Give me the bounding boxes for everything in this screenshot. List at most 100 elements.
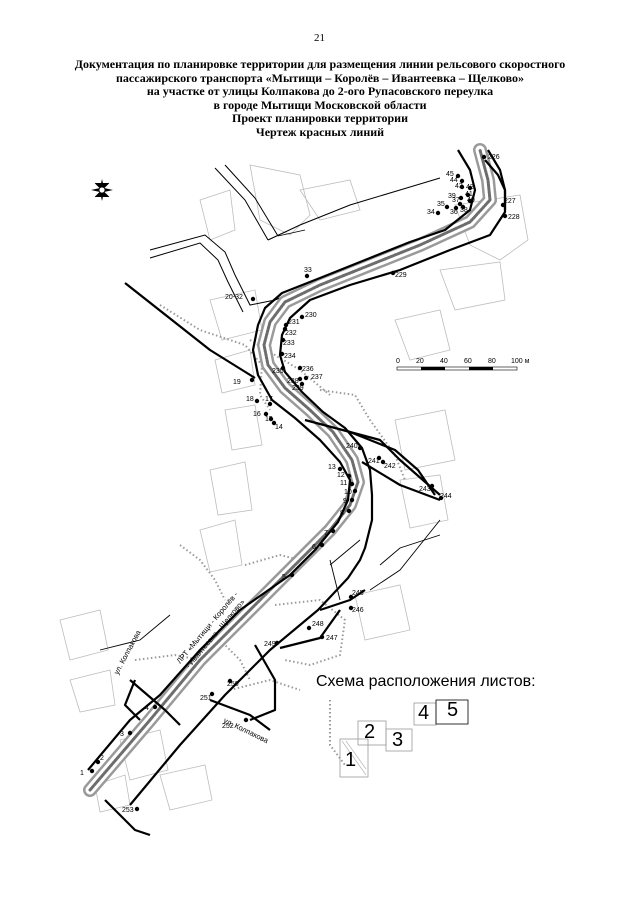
- point-label: 243: [419, 486, 431, 493]
- point-label: 229: [395, 272, 407, 279]
- point-marker: [330, 528, 336, 534]
- point-marker: [279, 351, 285, 357]
- point-marker: [319, 542, 325, 548]
- point-marker: [209, 691, 215, 697]
- point-label: 2: [100, 755, 104, 762]
- point-marker: [390, 270, 396, 276]
- point-label: 18: [246, 396, 254, 403]
- heading-line: Чертеж красных линий: [255, 124, 385, 139]
- point-marker: [453, 205, 459, 211]
- heading-line: в городе Мытищи Московской области: [213, 97, 427, 112]
- lrt-corridor: [83, 143, 497, 797]
- point-label: 44: [450, 177, 458, 184]
- point-label: 16: [253, 411, 261, 418]
- point-marker: [227, 678, 233, 684]
- red-lines: [87, 149, 507, 837]
- point-marker: [249, 377, 255, 383]
- point-label: 34: [427, 209, 435, 216]
- point-marker: [267, 401, 273, 407]
- point-marker: [297, 376, 303, 382]
- point-label: 251: [200, 695, 212, 702]
- point-label: 1: [80, 770, 84, 777]
- point-label: 40: [467, 197, 475, 204]
- page-number: 21: [314, 32, 325, 44]
- point-label: 238: [287, 378, 299, 385]
- point-label: 35: [437, 201, 445, 208]
- point-markers: 1234567891011121314151617181920-32333435…: [80, 154, 520, 814]
- point-label: 8: [340, 510, 344, 517]
- point-marker: [380, 459, 386, 465]
- scale-tick-label: 0: [396, 358, 400, 365]
- point-marker: [134, 806, 140, 812]
- point-marker: [152, 704, 158, 710]
- point-label: 241: [368, 458, 380, 465]
- point-marker: [460, 204, 466, 210]
- sheet-number: 5: [447, 699, 459, 721]
- street-label: ул. Колпакова: [112, 628, 143, 676]
- point-marker: [274, 640, 280, 646]
- point-marker: [289, 572, 295, 578]
- point-label: 39: [448, 193, 456, 200]
- point-label: 10: [344, 489, 352, 496]
- point-label: 246: [352, 607, 364, 614]
- sheet-layout-diagram: [339, 699, 469, 778]
- sheet-layout-title: Схема расположения листов:: [316, 673, 536, 690]
- point-label: 226: [488, 154, 500, 161]
- point-marker: [306, 625, 312, 631]
- point-label: 36: [450, 209, 458, 216]
- scale-bar: 0 20 40 60 80 100 м: [396, 358, 530, 371]
- heading-line: Документация по планировке территории дл…: [74, 57, 566, 71]
- sheet-number: 4: [418, 702, 430, 724]
- dotted-boundaries: [134, 304, 406, 766]
- point-label: 244: [440, 493, 452, 500]
- point-label: 235: [272, 368, 284, 375]
- point-marker: [243, 717, 249, 723]
- point-marker: [280, 337, 286, 343]
- point-marker: [352, 488, 358, 494]
- point-marker: [348, 605, 354, 611]
- point-marker: [500, 202, 506, 208]
- point-label: 252: [222, 723, 234, 730]
- point-marker: [304, 273, 310, 279]
- point-marker: [250, 296, 256, 302]
- point-label: 19: [233, 379, 241, 386]
- scale-tick-label: 20: [416, 358, 424, 365]
- heading-line: Проект планировки территории: [231, 111, 409, 126]
- point-marker: [349, 497, 355, 503]
- point-label: 11: [340, 480, 347, 487]
- point-label: 3: [120, 731, 124, 738]
- point-marker: [299, 314, 305, 320]
- point-marker: [95, 759, 101, 765]
- point-label: 15: [265, 416, 273, 423]
- scale-tick-label: 100 м: [511, 358, 530, 365]
- point-marker: [346, 473, 352, 479]
- point-label: 20-32: [225, 294, 243, 301]
- point-label: 6: [312, 544, 316, 551]
- route-label-line: - Ивантеевка - Щелково»: [184, 598, 247, 671]
- point-marker: [467, 185, 473, 191]
- point-marker: [435, 210, 441, 216]
- point-marker: [283, 322, 289, 328]
- point-label: 228: [508, 214, 520, 221]
- point-marker: [299, 381, 305, 387]
- point-label: 9: [343, 498, 347, 505]
- point-marker: [376, 455, 382, 461]
- point-marker: [348, 594, 354, 600]
- point-marker: [349, 481, 355, 487]
- heading-line: на участке от улицы Колпакова до 2-ого Р…: [146, 84, 494, 99]
- scale-tick-label: 40: [440, 358, 448, 365]
- point-marker: [502, 213, 508, 219]
- point-label: 7: [324, 530, 328, 537]
- point-label: 42: [466, 184, 474, 191]
- point-marker: [89, 768, 95, 774]
- point-marker: [319, 634, 325, 640]
- sheet-number: 3: [392, 729, 404, 751]
- point-marker: [127, 730, 133, 736]
- sheet-number: 1: [345, 749, 357, 771]
- point-marker: [481, 154, 487, 160]
- document-heading: Документация по планировке территории дл…: [40, 57, 600, 140]
- point-marker: [357, 445, 363, 451]
- sheet-number: 2: [364, 721, 376, 743]
- point-label: 4: [145, 705, 149, 712]
